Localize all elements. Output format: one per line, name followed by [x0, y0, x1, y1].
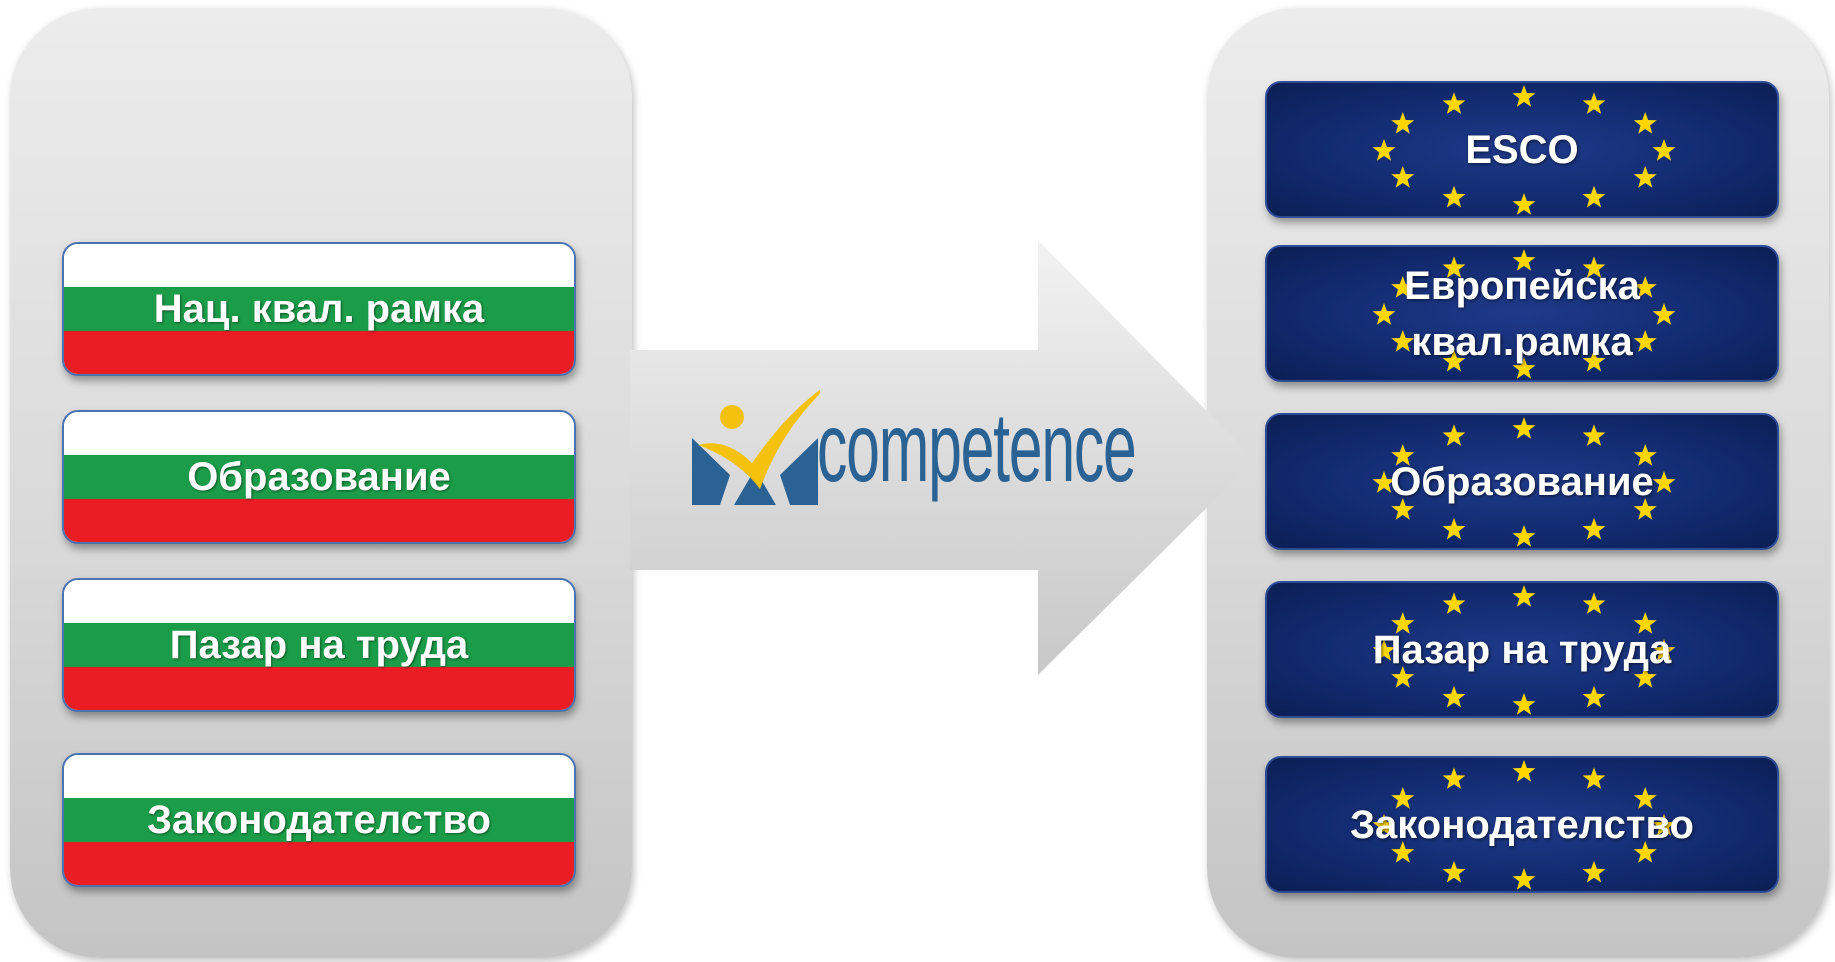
- eu-star-icon: [1442, 860, 1466, 883]
- eu-star-icon: [1633, 841, 1657, 863]
- eu-star-icon: [1512, 85, 1536, 107]
- eu-star-icon: [1582, 92, 1606, 114]
- eu-star-icon: [1633, 330, 1657, 352]
- eu-star-icon: [1372, 471, 1396, 493]
- eu-star-icon: [1582, 256, 1606, 278]
- left-card-qualifications-framework: Нац. квал. рамка: [62, 242, 576, 376]
- eu-star-icon: [1512, 357, 1536, 379]
- left-card-legislation: Законодателство: [62, 753, 576, 887]
- eu-star-icon: [1372, 814, 1396, 836]
- eu-star-icon: [1582, 685, 1606, 708]
- eu-star-icon: [1582, 767, 1606, 789]
- right-card-label: Законодателство: [1350, 802, 1694, 847]
- eu-star-icon: [1633, 498, 1657, 520]
- eu-star-icon: [1582, 592, 1606, 614]
- left-card-label: Законодателство: [147, 797, 491, 842]
- eu-star-icon: [1372, 139, 1396, 161]
- eu-star-icon: [1512, 693, 1536, 715]
- eu-star-icon: [1633, 612, 1657, 634]
- right-card-label: Европейска квал.рамка: [1404, 263, 1640, 364]
- eu-stars-icon: [1372, 760, 1676, 890]
- eu-star-icon: [1391, 612, 1415, 634]
- eu-star-icon: [1582, 860, 1606, 883]
- eu-star-icon: [1512, 585, 1536, 607]
- eu-star-icon: [1442, 92, 1466, 114]
- eu-star-icon: [1391, 841, 1415, 863]
- right-card-label: Образование: [1390, 459, 1654, 504]
- eu-star-icon: [1633, 444, 1657, 466]
- right-card-legislation: Законодателство: [1265, 756, 1779, 893]
- eu-star-icon: [1633, 112, 1657, 134]
- right-card-label: ESCO: [1465, 127, 1579, 172]
- eu-star-icon: [1652, 139, 1676, 161]
- eu-star-icon: [1442, 185, 1466, 208]
- eu-star-icon: [1391, 166, 1415, 188]
- eu-star-icon: [1512, 525, 1536, 547]
- eu-star-icon: [1391, 666, 1415, 688]
- eu-star-icon: [1512, 417, 1536, 439]
- mapping-arrow: [630, 240, 1255, 675]
- eu-star-icon: [1391, 330, 1415, 352]
- left-card-label: Пазар на труда: [169, 622, 469, 667]
- eu-star-icon: [1512, 249, 1536, 271]
- eu-star-icon: [1652, 471, 1676, 493]
- eu-star-icon: [1633, 166, 1657, 188]
- eu-star-icon: [1582, 517, 1606, 540]
- eu-star-icon: [1633, 276, 1657, 298]
- eu-star-icon: [1372, 639, 1396, 661]
- eu-star-icon: [1633, 666, 1657, 688]
- left-card-education: Образование: [62, 410, 576, 544]
- eu-stars-icon: [1372, 249, 1676, 379]
- eu-stars-icon: [1372, 585, 1676, 715]
- eu-star-icon: [1582, 424, 1606, 446]
- eu-stars-icon: [1372, 85, 1676, 215]
- eu-star-icon: [1633, 787, 1657, 809]
- right-card-education: Образование: [1265, 413, 1779, 550]
- eu-star-icon: [1391, 444, 1415, 466]
- eu-star-icon: [1442, 767, 1466, 789]
- eu-star-icon: [1582, 185, 1606, 208]
- eu-star-icon: [1442, 256, 1466, 278]
- right-card-labour-market: Пазар на труда: [1265, 581, 1779, 718]
- eu-star-icon: [1442, 592, 1466, 614]
- eu-star-icon: [1512, 868, 1536, 890]
- logo-wordmark: competence: [817, 392, 1137, 502]
- eu-star-icon: [1391, 112, 1415, 134]
- eu-star-icon: [1442, 424, 1466, 446]
- left-card-labour-market: Пазар на труда: [62, 578, 576, 712]
- checkmark-person-logo-icon: [692, 389, 820, 505]
- eu-star-icon: [1442, 685, 1466, 708]
- eu-star-icon: [1652, 639, 1676, 661]
- eu-star-icon: [1512, 760, 1536, 782]
- eu-star-icon: [1372, 303, 1396, 325]
- eu-star-icon: [1391, 276, 1415, 298]
- right-card-european-qualifications-framework: Европейска квал.рамка: [1265, 245, 1779, 382]
- eu-star-icon: [1391, 498, 1415, 520]
- right-card-label: Пазар на труда: [1372, 627, 1672, 672]
- eu-stars-icon: [1372, 417, 1676, 547]
- eu-star-icon: [1512, 193, 1536, 215]
- eu-star-icon: [1391, 787, 1415, 809]
- eu-star-icon: [1582, 349, 1606, 372]
- eu-star-icon: [1652, 303, 1676, 325]
- eu-star-icon: [1442, 349, 1466, 372]
- left-card-label: Нац. квал. рамка: [153, 286, 485, 331]
- right-card-esco: ESCO: [1265, 81, 1779, 218]
- eu-star-icon: [1652, 814, 1676, 836]
- eu-star-icon: [1442, 517, 1466, 540]
- left-card-label: Образование: [187, 454, 451, 499]
